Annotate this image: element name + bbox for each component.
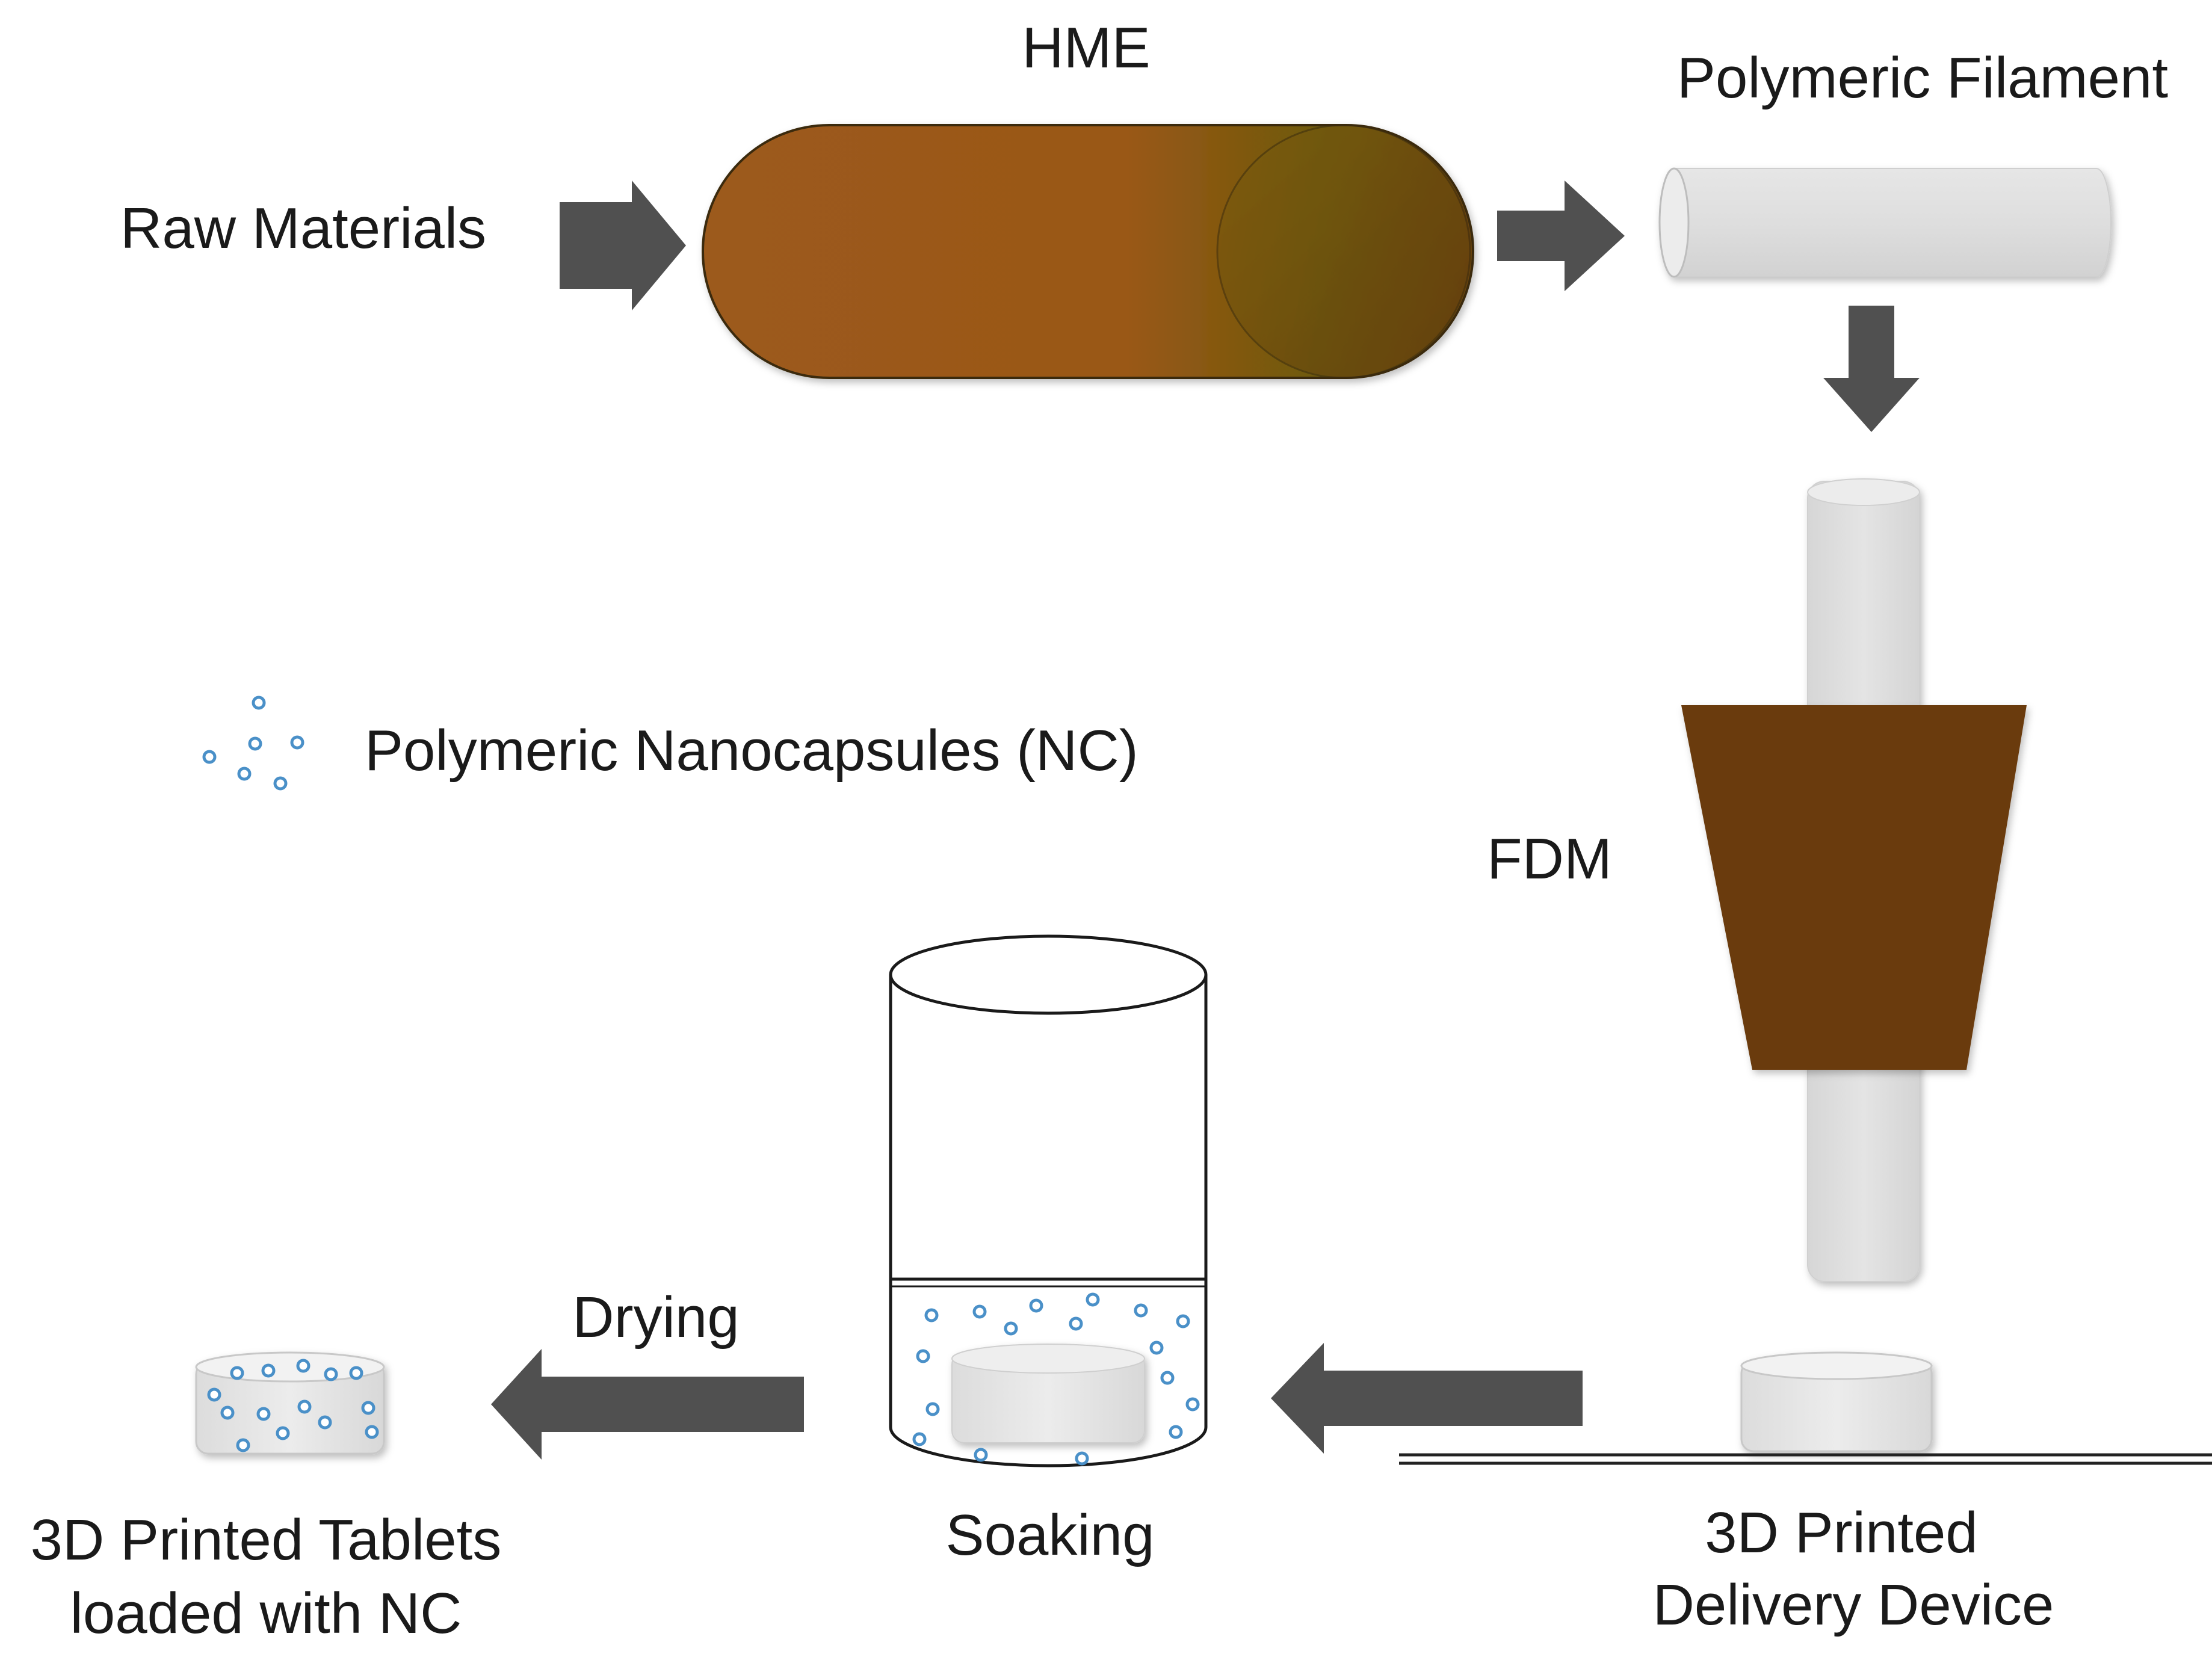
loaded-tablet-nanocapsules xyxy=(207,1359,379,1452)
drying-label: Drying xyxy=(572,1285,739,1350)
soaking-tablet xyxy=(951,1344,1145,1443)
arrow-to-soaking xyxy=(1271,1343,1583,1454)
soaking-nanocapsules xyxy=(912,1292,1200,1466)
soaking-beaker xyxy=(889,934,1208,1467)
polymeric-filament-label: Polymeric Filament xyxy=(1677,46,2168,110)
arrow-to-drying xyxy=(491,1349,804,1460)
arrow-to-filament xyxy=(1497,181,1625,291)
arrow-down-to-fdm xyxy=(1823,306,1920,432)
fdm-nozzle xyxy=(1681,705,2027,1070)
device-label-line1: 3D Printed xyxy=(1705,1501,1978,1565)
hme-label: HME xyxy=(1022,16,1150,80)
device-label-line2: Delivery Device xyxy=(1653,1573,2054,1637)
tablets-label-line2: loaded with NC xyxy=(70,1581,462,1646)
hme-extruder xyxy=(702,124,1474,379)
polymeric-nanocapsules-label: Polymeric Nanocapsules (NC) xyxy=(365,718,1138,783)
fdm-label: FDM xyxy=(1487,827,1612,891)
soaking-label: Soaking xyxy=(946,1503,1155,1567)
polymeric-filament-horizontal xyxy=(1658,167,2112,278)
printed-device-tablet xyxy=(1740,1351,1933,1452)
arrow-to-hme xyxy=(560,181,686,310)
nanocapsules-legend-icon xyxy=(202,696,304,791)
tablets-label-line1: 3D Printed Tablets xyxy=(31,1508,502,1572)
raw-materials-label: Raw Materials xyxy=(120,196,486,261)
